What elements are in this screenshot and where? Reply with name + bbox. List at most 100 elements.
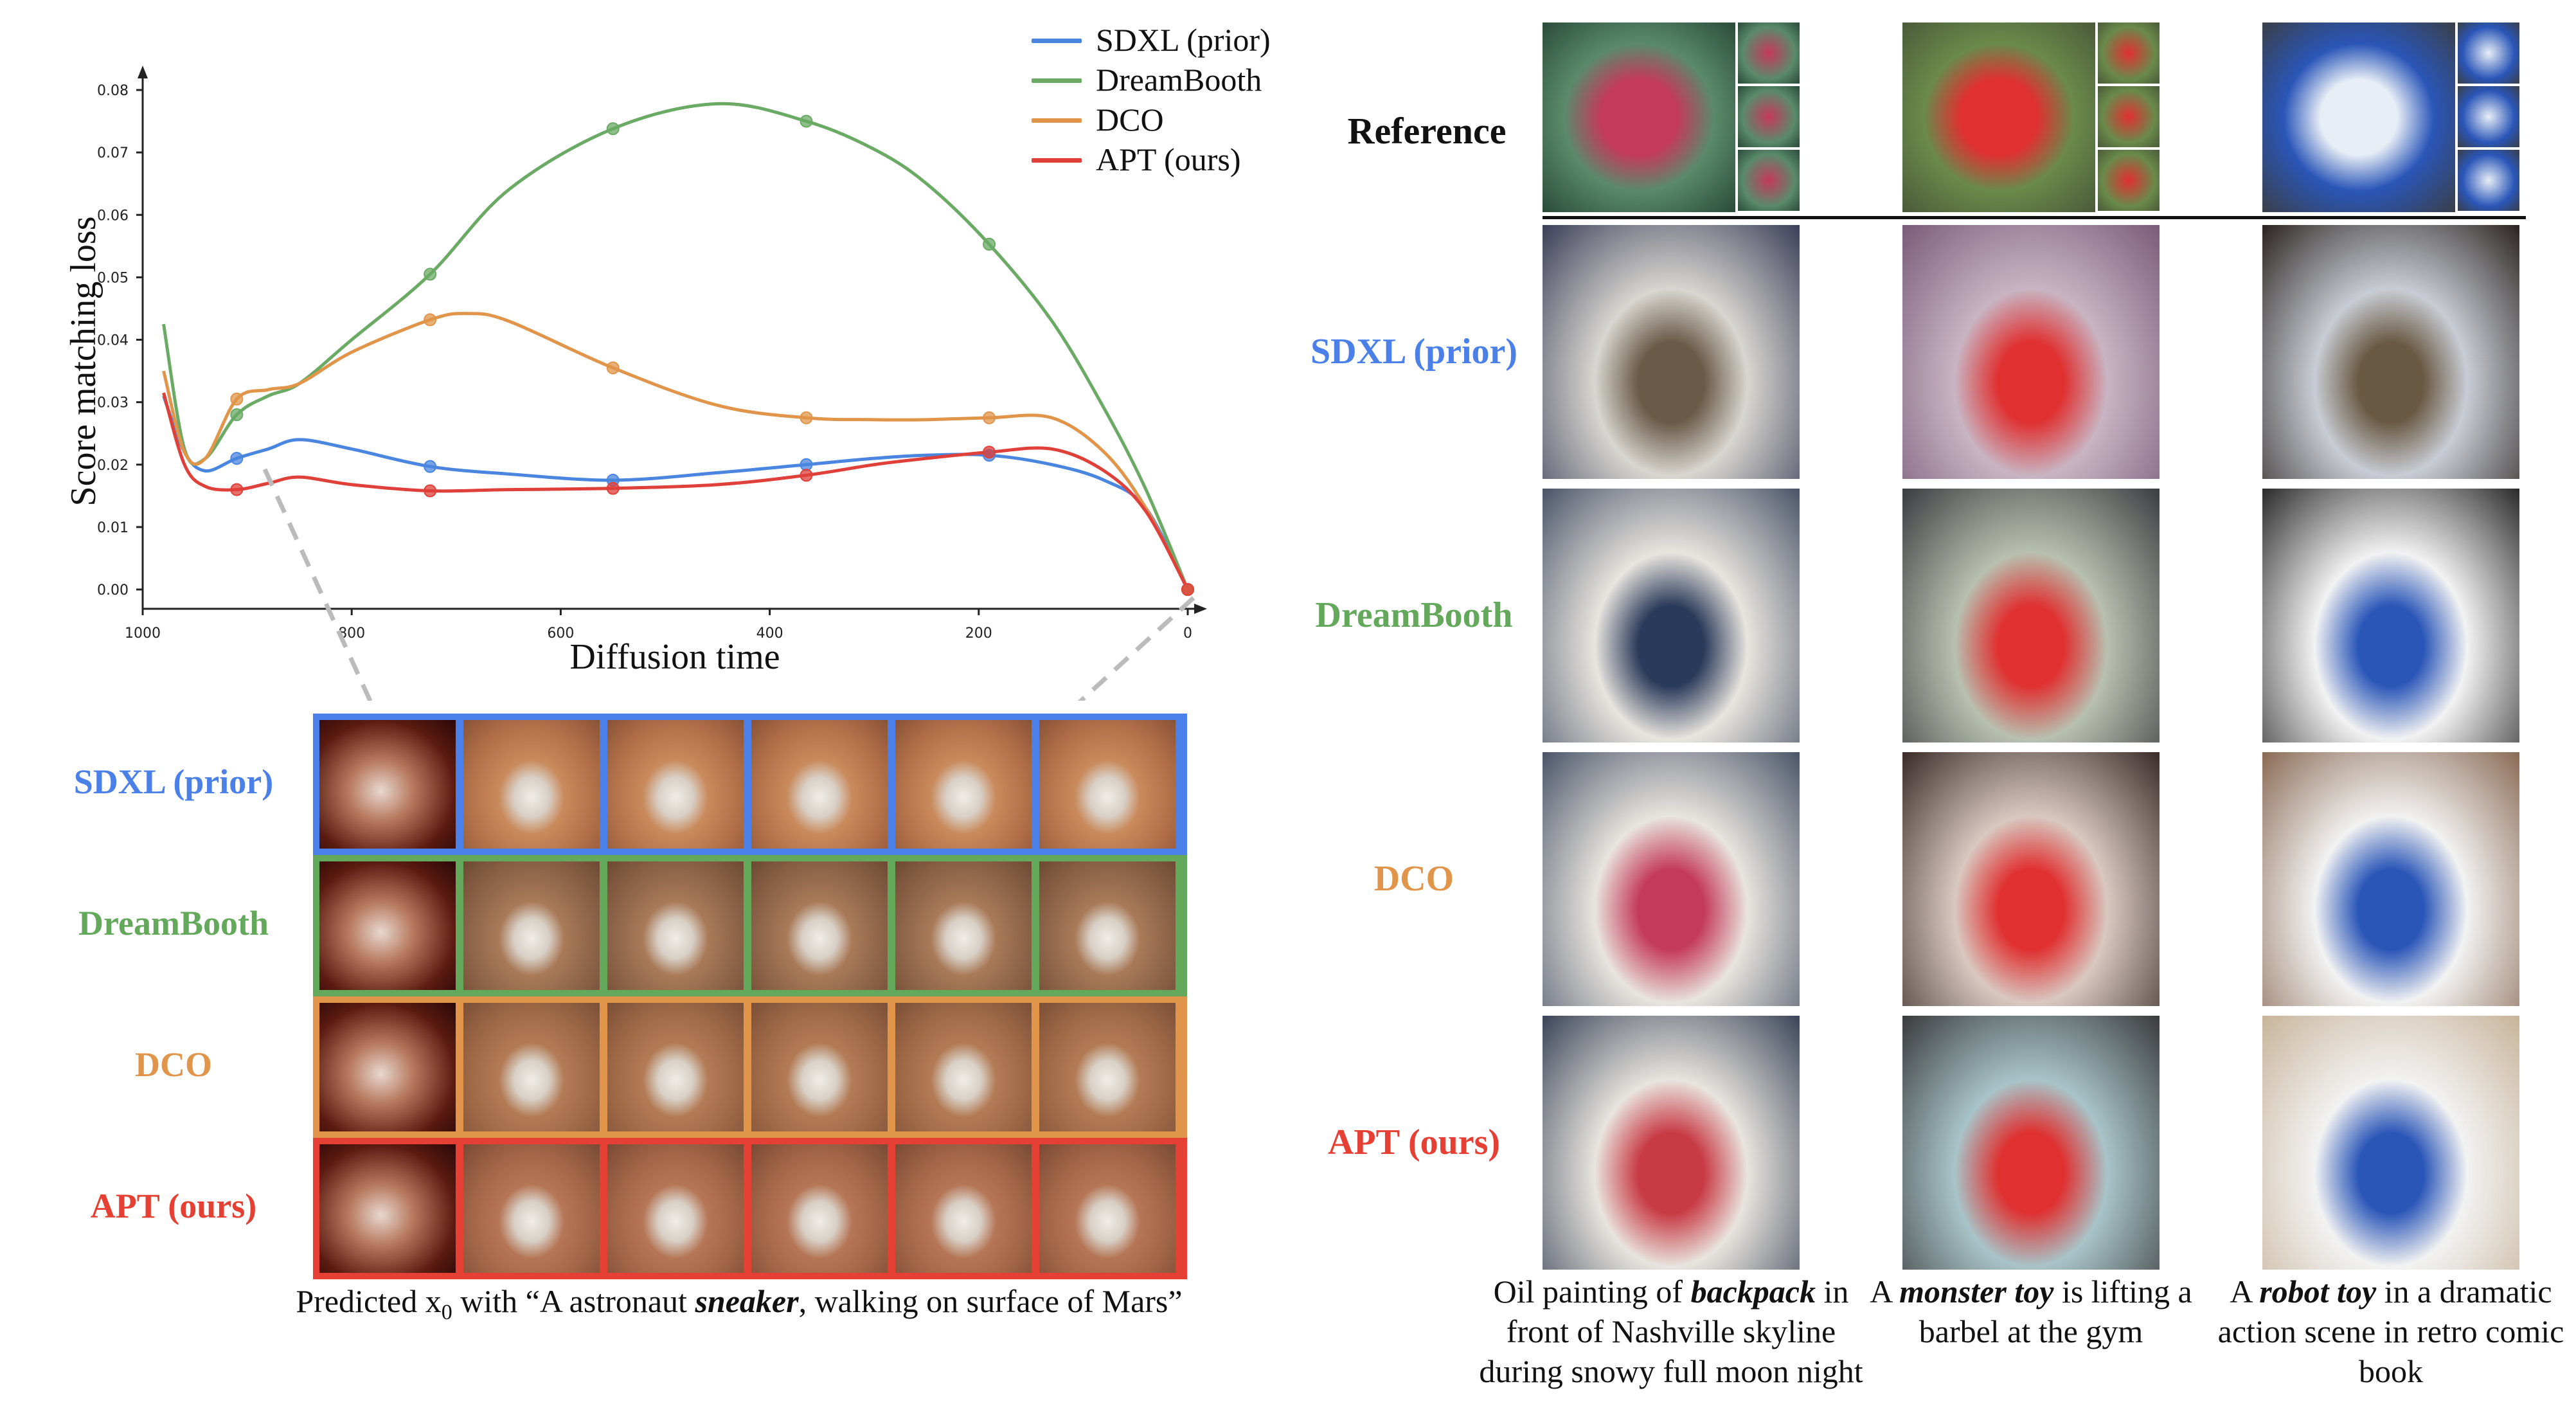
predicted-x0-image	[1039, 1003, 1176, 1131]
series-marker-1	[983, 237, 996, 251]
x-axis-arrow	[1194, 604, 1207, 614]
predicted-x0-image	[895, 1144, 1032, 1273]
series-marker-2	[606, 361, 620, 375]
predicted-x0-noisy-image	[319, 1144, 456, 1273]
predicted-x0-noisy-image	[319, 720, 456, 849]
grid-row-label: DreamBooth	[78, 904, 269, 942]
series-marker-1	[800, 114, 813, 128]
predicted-x0-image	[895, 1003, 1032, 1131]
predicted-x0-image	[463, 1003, 600, 1131]
series-marker-3	[1181, 583, 1194, 596]
chart-xlabel: Diffusion time	[569, 637, 780, 677]
y-tick-label: 0.01	[97, 520, 129, 536]
y-tick-label: 0.04	[97, 333, 129, 349]
predicted-x0-image	[607, 861, 744, 990]
predicted-x0-image	[1039, 861, 1176, 990]
predicted-x0-image	[1039, 1144, 1176, 1273]
generated-image	[1543, 225, 1800, 479]
reference-thumbnail	[2458, 86, 2519, 147]
series-marker-3	[424, 484, 437, 498]
generated-image	[1902, 1016, 2160, 1270]
reference-thumbnail	[2458, 150, 2519, 211]
predicted-x0-image	[895, 720, 1032, 849]
sneaker-grid	[313, 714, 1187, 1279]
series-marker-3	[230, 483, 244, 496]
predicted-x0-image	[1039, 720, 1176, 849]
legend-label-dreambooth: DreamBooth	[1096, 62, 1262, 98]
x-tick-label: 1000	[125, 626, 161, 642]
generated-image	[2262, 752, 2519, 1006]
series-marker-1	[606, 122, 620, 136]
prompt-caption: A monster toy is lifting a barbel at the…	[1870, 1274, 2192, 1349]
legend-label-dco: DCO	[1096, 102, 1164, 138]
x-tick-label: 400	[756, 626, 783, 642]
grid-row	[313, 714, 1187, 855]
grid-row	[313, 1138, 1187, 1279]
predicted-x0-image	[607, 1144, 744, 1273]
series-marker-2	[230, 392, 244, 406]
reference-thumbnail	[2458, 22, 2519, 84]
x-tick-label: 200	[965, 626, 992, 642]
series-marker-1	[230, 408, 244, 422]
chart-markers	[230, 114, 1194, 596]
generated-image	[1902, 225, 2160, 479]
legend-swatch-dco	[1032, 118, 1082, 123]
legend-swatch-sdxl	[1032, 39, 1082, 43]
generation-row-label: DreamBooth	[1315, 595, 1513, 635]
reference-image	[2262, 22, 2455, 212]
reference-image	[1543, 22, 1735, 212]
grid-row	[313, 855, 1187, 996]
chart-legend: SDXL (prior) DreamBooth DCO APT (ours)	[1025, 19, 1282, 186]
zoom-guide-lines	[262, 468, 1195, 701]
reference-thumbnail	[2098, 150, 2160, 211]
reference-divider	[1543, 216, 2526, 219]
series-marker-2	[800, 411, 813, 424]
grid-row-label: APT (ours)	[90, 1187, 257, 1225]
reference-thumbnail	[1738, 22, 1800, 84]
predicted-x0-image	[607, 720, 744, 849]
legend-label-sdxl: SDXL (prior)	[1096, 22, 1271, 58]
generation-row-label: DCO	[1373, 859, 1454, 899]
series-line-2	[162, 312, 1190, 591]
y-tick-label: 0.02	[97, 458, 129, 474]
generated-image	[1543, 1016, 1800, 1270]
reference-thumbnail	[2098, 22, 2160, 84]
prompt-caption: A robot toy in a dramatic action scene i…	[2217, 1274, 2564, 1389]
y-tick-label: 0.07	[97, 145, 129, 161]
y-axis-arrow	[138, 66, 148, 78]
reference-thumbnail	[2098, 86, 2160, 147]
chart-ylabel: Score matching loss	[64, 216, 103, 507]
prompt-caption: Oil painting of backpack in front of Nas…	[1479, 1274, 1863, 1389]
predicted-x0-image	[751, 1003, 888, 1131]
series-line-3	[162, 392, 1190, 591]
series-marker-3	[606, 482, 620, 495]
legend-label-apt: APT (ours)	[1096, 141, 1241, 177]
y-tick-label: 0.08	[97, 83, 129, 99]
x-tick-label: 600	[547, 626, 574, 642]
series-marker-3	[983, 446, 996, 459]
generated-image	[1902, 752, 2160, 1006]
series-marker-3	[800, 469, 813, 482]
y-tick-label: 0.06	[97, 208, 129, 224]
reference-image	[1902, 22, 2095, 212]
reference-thumbnail	[1738, 150, 1800, 211]
reference-label: Reference	[1347, 110, 1507, 152]
predicted-x0-noisy-image	[319, 1003, 456, 1131]
legend-swatch-apt	[1032, 158, 1082, 163]
predicted-x0-image	[751, 720, 888, 849]
predicted-x0-noisy-image	[319, 861, 456, 990]
predicted-x0-image	[463, 1144, 600, 1273]
generated-image	[2262, 1016, 2519, 1270]
series-marker-0	[424, 460, 437, 473]
y-tick-label: 0.05	[97, 270, 129, 286]
generated-image	[2262, 225, 2519, 479]
predicted-x0-image	[463, 720, 600, 849]
generated-image	[1543, 752, 1800, 1006]
y-tick-label: 0.03	[97, 395, 129, 411]
predicted-x0-image	[463, 861, 600, 990]
x-tick-label: 0	[1183, 626, 1192, 642]
generation-row-label: APT (ours)	[1327, 1122, 1501, 1162]
series-marker-0	[800, 458, 813, 471]
